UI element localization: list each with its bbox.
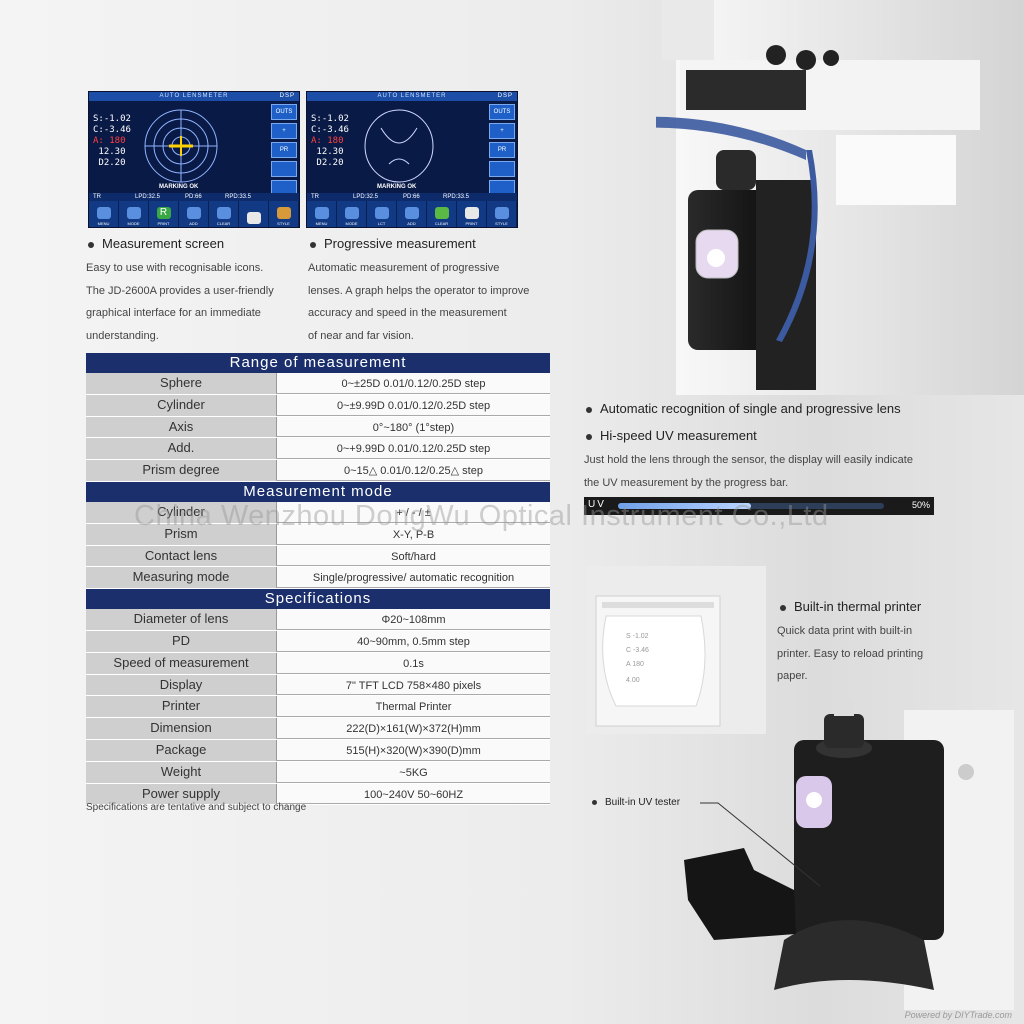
wrench-icon: [96, 207, 111, 219]
lens-icon: [186, 207, 201, 219]
lens-icon: [404, 207, 419, 219]
thermal-printer-image: S -1.02 C -3.46 A 180 4.00: [586, 566, 766, 734]
uv-percent: 50%: [911, 500, 930, 510]
side-button: +: [271, 123, 297, 139]
bullet-icon: [88, 241, 94, 248]
feature-title-measurement-screen: Measurement screen: [88, 236, 224, 251]
section-header-range: Range of measurement: [86, 353, 550, 373]
side-button: [489, 161, 515, 177]
uv-tester-callout: Built-in UV tester: [592, 797, 680, 808]
pd-bar: TR LPD:32.5 PD:66 RPD:33.5: [307, 193, 517, 202]
section-header-specs: Specifications: [86, 589, 550, 610]
side-button: OUTS: [489, 104, 515, 120]
screen-side-buttons: OUTS + PR: [489, 104, 515, 199]
feature-title-printer: Built-in thermal printer: [780, 599, 921, 614]
screen-side-buttons: OUTS + PR: [271, 104, 297, 199]
watermark: China Wenzhou DongWu Optical Instrument …: [134, 500, 829, 532]
printer-icon: [464, 207, 479, 219]
uv-label: UV: [588, 499, 606, 510]
mode-icon: [126, 207, 141, 219]
clear-icon: [216, 207, 231, 219]
side-button: PR: [489, 142, 515, 158]
style-icon: [494, 207, 509, 219]
bullet-icon: [310, 241, 316, 248]
mode-icon: [344, 207, 359, 219]
screen-toolbar: MENU MODE LCT ADD CLEAR PRINT STYLE: [307, 201, 517, 227]
marking-status: MARKING OK: [377, 184, 417, 190]
r-icon: R: [156, 207, 171, 219]
uv-progress-bar: UV 50%: [584, 497, 934, 515]
table-row: Add.0~+9.99D 0.01/0.12/0.25D step: [86, 438, 550, 461]
uv-tester-image: [684, 700, 1014, 1010]
side-button: OUTS: [271, 104, 297, 120]
lct-icon: [374, 207, 389, 219]
menu-icon: [314, 207, 329, 219]
feature-title-uv: Hi-speed UV measurement: [586, 428, 757, 443]
spec-note: Specifications are tentative and subject…: [86, 802, 307, 813]
table-row: Cylinder+ / - / ±: [86, 501, 550, 524]
marking-status: MARKING OK: [159, 184, 199, 190]
svg-text:A 180: A 180: [626, 661, 644, 668]
uv-track: [618, 503, 884, 509]
svg-text:C -3.46: C -3.46: [626, 647, 649, 654]
lensmeter-device-image: [656, 0, 1024, 395]
side-button: [271, 161, 297, 177]
side-button: PR: [271, 142, 297, 158]
footer-credit: Powered by DIYTrade.com: [904, 1010, 1012, 1020]
bullet-icon: [780, 604, 786, 611]
svg-text:4.00: 4.00: [626, 677, 640, 684]
table-row: Weight~5KG: [86, 761, 550, 784]
callout-line: [700, 802, 821, 887]
feature-body-uv: Just hold the lens through the sensor, t…: [584, 454, 913, 489]
progressive-graph-icon: [364, 109, 434, 183]
feature-body-measurement-screen: Easy to use with recognisable icons.The …: [86, 262, 274, 342]
feature-title-auto-recognition: Automatic recognition of single and prog…: [586, 401, 901, 416]
printer-icon: [246, 212, 261, 224]
feature-title-progressive: Progressive measurement: [310, 236, 476, 251]
bullet-icon: [586, 433, 592, 440]
pd-bar: TR LPD:32.5 PD:66 RPD:33.5: [89, 193, 299, 202]
bullet-icon: [592, 799, 597, 805]
target-graph-icon: [144, 109, 218, 183]
bullet-icon: [586, 406, 592, 413]
clear-icon: [434, 207, 449, 219]
svg-text:S -1.02: S -1.02: [626, 633, 649, 640]
side-button: +: [489, 123, 515, 139]
uv-fill: [618, 503, 751, 509]
palette-icon: [276, 207, 291, 219]
section-header-mode: Measurement mode: [86, 481, 550, 502]
